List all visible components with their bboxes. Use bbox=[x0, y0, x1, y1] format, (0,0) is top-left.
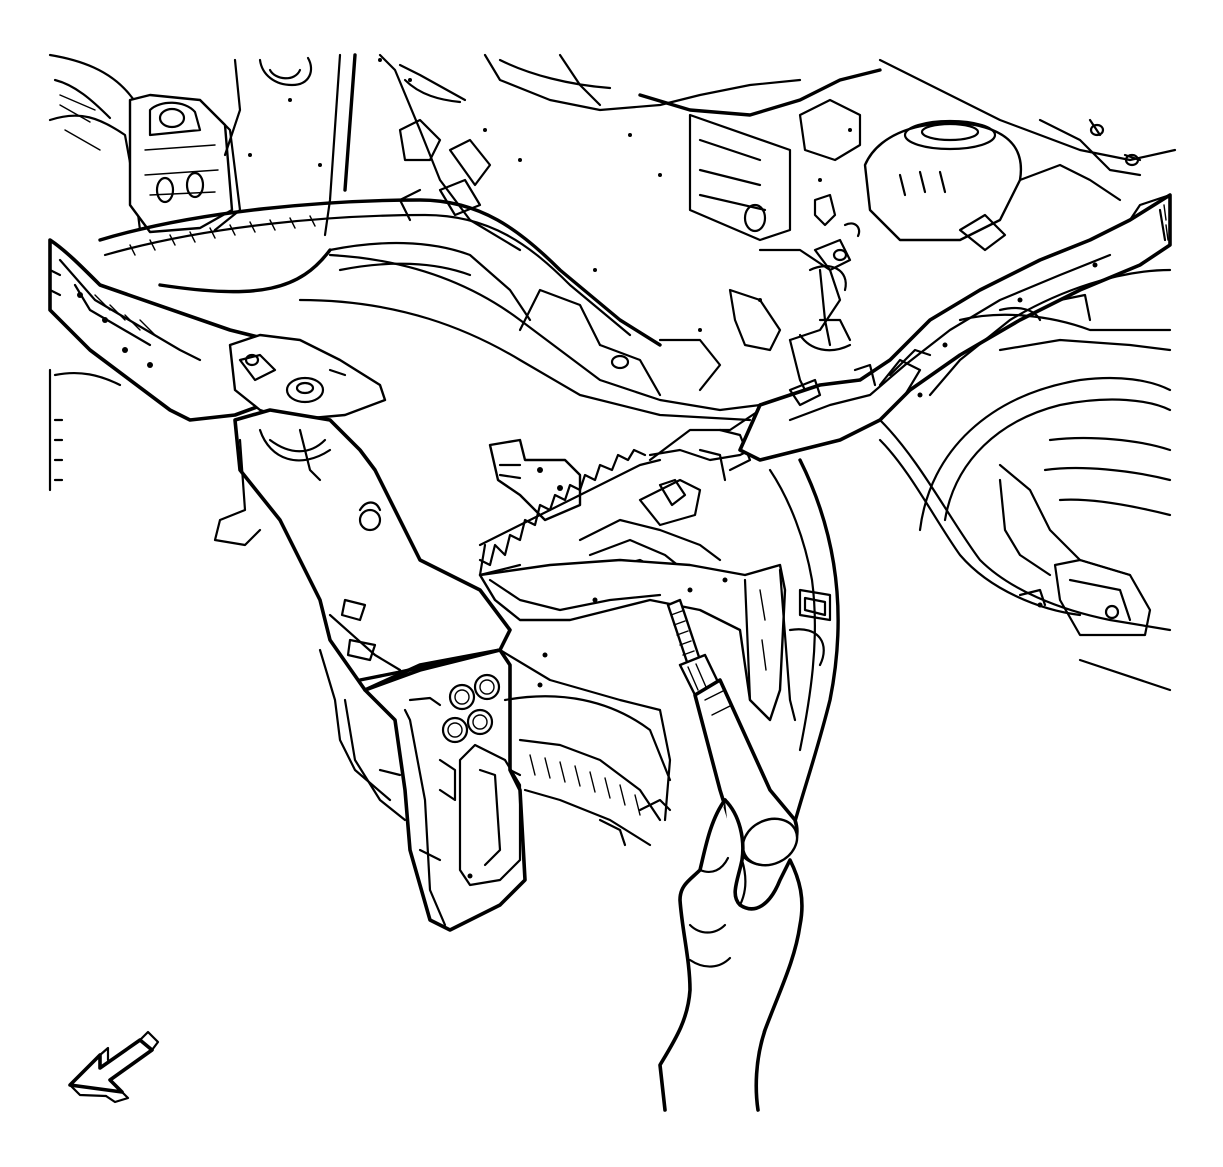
arrow-front-icon bbox=[68, 1030, 160, 1104]
right-wheelhouse bbox=[768, 268, 1172, 842]
radiator-support bbox=[478, 398, 792, 577]
left-frame-rail bbox=[48, 238, 512, 692]
lower-apron bbox=[498, 648, 672, 847]
center-brackets bbox=[788, 193, 877, 407]
right-upper-rail bbox=[738, 193, 1172, 462]
front-bracket bbox=[318, 648, 527, 932]
lower-rail bbox=[158, 248, 852, 422]
gloved-hand-icon bbox=[658, 798, 804, 1112]
rear-body-structure bbox=[48, 53, 1177, 347]
front-panel bbox=[478, 558, 832, 722]
